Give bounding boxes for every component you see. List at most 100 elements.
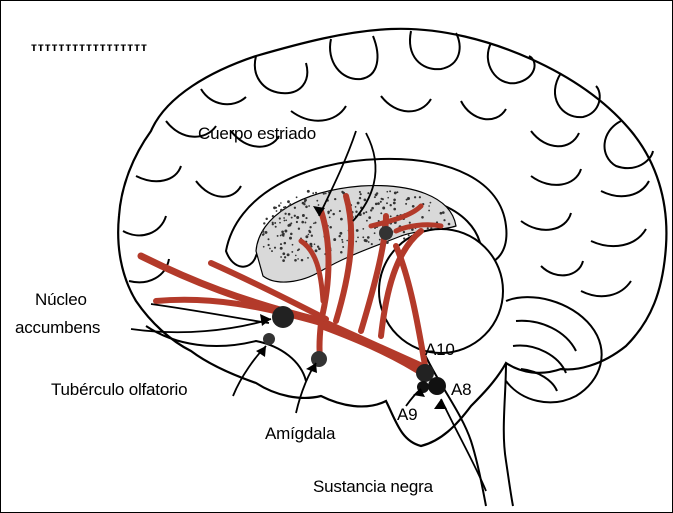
stipple-dot: [314, 249, 318, 253]
stipple-dot: [340, 251, 343, 254]
stipple-dot: [392, 201, 396, 205]
stipple-dot: [386, 202, 388, 205]
stipple-dot: [355, 210, 358, 213]
stipple-dot: [354, 206, 357, 208]
stipple-dot: [362, 236, 365, 239]
stipple-dot: [303, 202, 306, 206]
stipple-dot: [428, 205, 430, 207]
stipple-dot: [411, 228, 414, 231]
stipple-dot: [308, 230, 312, 234]
stipple-dot: [447, 222, 451, 226]
stipple-dot: [291, 243, 294, 246]
stipple-dot: [271, 221, 274, 224]
nucleus-accumbens-cluster: [272, 306, 294, 328]
thalamus: [378, 228, 504, 354]
stipple-dot: [339, 231, 343, 235]
stipple-dot: [284, 212, 287, 215]
stipple-dot: [303, 200, 306, 203]
label-a9: A9: [397, 405, 418, 424]
stipple-dot: [287, 224, 291, 227]
stipple-dot: [428, 209, 430, 212]
stipple-dot: [324, 192, 327, 195]
stipple-dot: [267, 238, 270, 241]
arrowheads: [256, 206, 447, 409]
stipple-dot: [367, 192, 370, 195]
header-text: ᴛᴛᴛᴛᴛᴛᴛᴛᴛᴛᴛᴛᴛᴛᴛᴛᴛ: [31, 40, 148, 54]
stipple-dot: [439, 211, 443, 215]
label-sustancia-negra: Sustancia negra: [313, 477, 433, 496]
label-accumbens: accumbens: [15, 318, 101, 337]
stipple-dot: [280, 256, 283, 258]
stipple-dot: [309, 242, 313, 246]
stipple-dot: [364, 239, 368, 243]
stipple-dot: [340, 217, 343, 221]
stipple-dot: [261, 230, 265, 233]
stipple-dot: [314, 221, 317, 224]
stipple-dot: [281, 230, 284, 234]
stipple-dot: [279, 221, 281, 224]
stipple-dot: [393, 191, 397, 195]
stipple-dot: [285, 219, 288, 222]
stipple-dot: [310, 234, 313, 237]
stipple-dot: [280, 202, 282, 204]
stipple-dot: [279, 234, 282, 237]
stipple-dot: [396, 191, 399, 194]
stipple-dot: [368, 216, 372, 219]
stipple-dot: [378, 238, 381, 241]
striatum-cluster: [379, 226, 393, 240]
stipple-dot: [271, 215, 275, 218]
stipple-dot: [316, 199, 319, 202]
stipple-dot: [389, 215, 392, 218]
stipple-dot: [441, 211, 445, 214]
stipple-dot: [283, 256, 287, 259]
label-nucleo: Núcleo: [35, 290, 87, 309]
stipple-dot: [355, 240, 358, 243]
stipple-dot: [370, 243, 373, 246]
stipple-dot: [381, 198, 384, 201]
stipple-dot: [283, 219, 286, 222]
stipple-dot: [284, 207, 287, 210]
stipple-dot: [274, 222, 277, 224]
stipple-dot: [329, 226, 332, 229]
stipple-dot: [405, 198, 408, 201]
stipple-dot: [413, 196, 417, 199]
label-tuberculo-olfatorio: Tubérculo olfatorio: [51, 380, 188, 399]
vta-a10-nucleus: [416, 364, 434, 382]
stipple-dot: [264, 230, 268, 234]
label-cuerpo-estriado: Cuerpo estriado: [198, 124, 316, 143]
stipple-dot: [293, 206, 297, 209]
stipple-dot: [334, 197, 337, 201]
stipple-dot: [262, 245, 265, 248]
stipple-dot: [306, 189, 310, 193]
stipple-dot: [312, 192, 315, 195]
brain-outline: [117, 27, 668, 448]
stipple-dot: [293, 214, 296, 217]
substantia-nigra-a8-nucleus: [428, 377, 446, 395]
stipple-dot: [389, 204, 392, 207]
stipple-dot: [291, 250, 294, 253]
stipple-dot: [262, 233, 265, 236]
stipple-dot: [393, 198, 396, 202]
stipple-dot: [275, 210, 278, 212]
stipple-dot: [297, 258, 299, 260]
stipple-dot: [287, 200, 290, 204]
stipple-dot: [305, 205, 308, 209]
stipple-dot: [346, 239, 349, 242]
stipple-dot: [373, 196, 376, 199]
stipple-dot: [271, 250, 273, 253]
stipple-dot: [304, 221, 307, 224]
stipple-dot: [297, 227, 301, 230]
stipple-dot: [305, 235, 309, 239]
stipple-dot: [290, 222, 293, 225]
stipple-dot: [281, 233, 285, 237]
stipple-dot: [421, 216, 424, 219]
stipple-dot: [387, 196, 390, 199]
stipple-dot: [309, 226, 312, 229]
stipple-dot: [342, 246, 345, 248]
stipple-dot: [411, 204, 415, 208]
stipple-dot: [407, 197, 410, 200]
stipple-dot: [313, 243, 316, 245]
stipple-dot: [426, 227, 429, 230]
stipple-dot: [298, 248, 300, 251]
